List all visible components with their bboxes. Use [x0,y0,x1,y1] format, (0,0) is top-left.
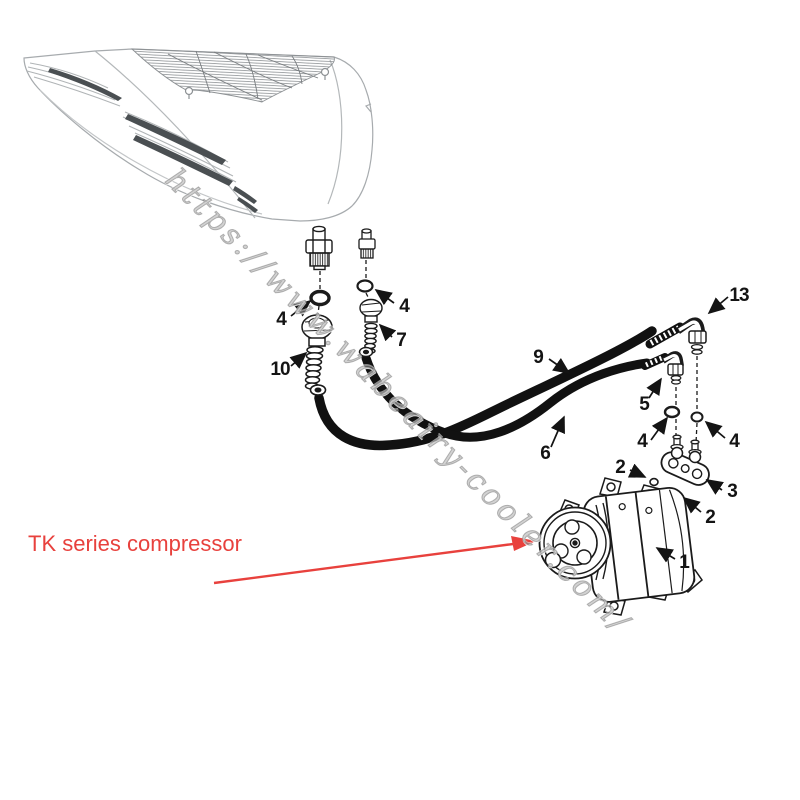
manifold-block [660,434,710,486]
leader-arrows [289,289,729,563]
fitting-7 [359,298,383,354]
callout-9: 9 [533,347,543,368]
callout-13: 13 [729,285,749,306]
hose-9 [314,326,657,451]
o-ring-4d [690,411,704,423]
callout-4c: 4 [637,431,648,452]
callout-4a: 4 [276,309,287,330]
front-vent-slats-dark [48,68,258,213]
red-annotation-label: TK series compressor [28,531,242,556]
callout-2a: 2 [615,457,625,478]
fitting-10 [301,314,333,390]
hoses [314,326,657,451]
callout-5: 5 [639,394,650,415]
red-annotation-arrow [213,536,536,585]
callout-10: 10 [270,359,290,380]
panel-screws [184,67,330,99]
elbow-fitting-5 [661,351,684,385]
reefer-unit-drawing [23,48,374,222]
callout-2b: 2 [705,507,715,528]
unit-outline [23,48,374,222]
hose-6 [361,353,652,442]
o-ring-4c [663,405,681,419]
callout-4b: 4 [399,296,410,317]
callout-7: 7 [396,330,406,351]
service-valve-large [305,225,333,271]
elbow-fitting-13 [676,317,707,355]
callout-4d: 4 [729,431,740,452]
unit-right-panel-seam [327,59,343,205]
o-ring-2a [649,477,659,487]
callout-1: 1 [679,552,690,573]
unit-right-notch [365,103,372,113]
service-valve-small [358,228,376,259]
unit-grille-mesh [130,48,335,103]
o-ring-4b [356,279,374,293]
grille-ribs [167,50,319,101]
compressor [538,477,704,616]
unit-bottom-seam [39,89,263,215]
callout-6: 6 [540,443,550,464]
hose-end-ferrules [309,346,374,396]
unit-front-seam [94,50,256,219]
braided-section-13 [645,322,685,349]
o-ring-4a [309,289,331,307]
callout-3: 3 [727,481,737,502]
